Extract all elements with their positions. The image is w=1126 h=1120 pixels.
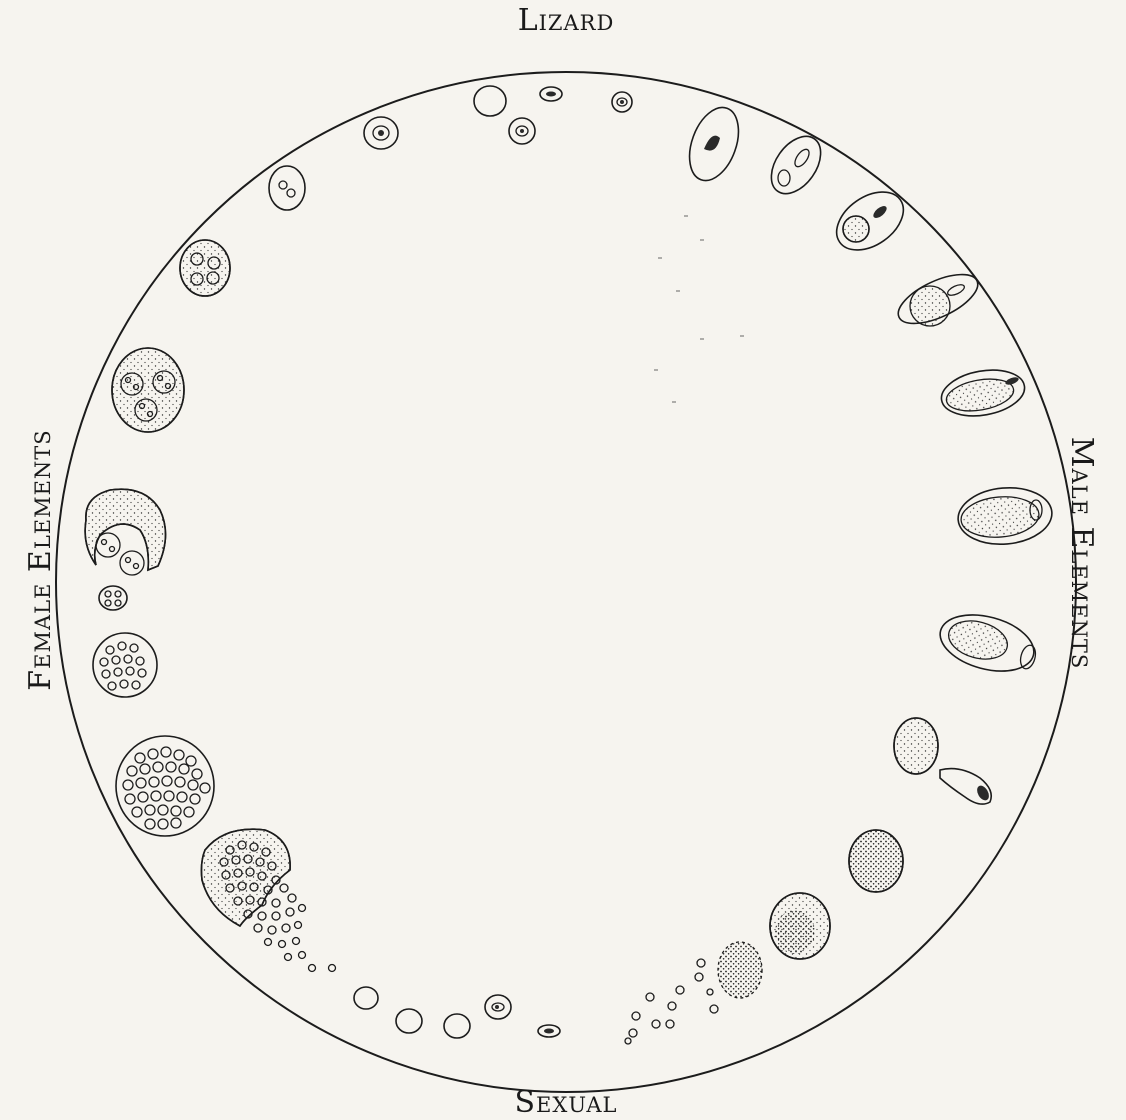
female-cell-4 xyxy=(93,633,157,697)
label-female-elements: Female Elements xyxy=(23,429,58,690)
cycle-circle xyxy=(56,72,1076,1092)
stray-marks xyxy=(654,216,744,402)
blood-cell-infected xyxy=(364,117,398,149)
blood-cell-small xyxy=(540,87,562,101)
female-cell-2 xyxy=(85,489,165,575)
male-cell-2 xyxy=(761,127,830,202)
zygote xyxy=(485,995,511,1019)
blood-cell-binucleate xyxy=(509,118,535,144)
male-cell-3 xyxy=(826,180,914,262)
cell-four-nuclei xyxy=(180,240,230,296)
blood-cell-empty xyxy=(474,86,506,116)
male-cell-1 xyxy=(680,101,747,187)
male-gametes xyxy=(625,959,718,1044)
female-cell-6 xyxy=(201,829,335,971)
male-cell-10 xyxy=(770,893,830,959)
female-cell-1 xyxy=(112,348,184,432)
label-lizard: Lizard xyxy=(518,3,615,38)
female-cell-5 xyxy=(116,736,214,836)
cell-two-nuclei xyxy=(269,166,305,210)
male-cell-9 xyxy=(849,830,903,892)
female-gamete-2 xyxy=(396,1009,422,1033)
female-cell-3 xyxy=(99,586,127,610)
male-cell-4 xyxy=(891,265,984,334)
male-cell-11 xyxy=(718,942,762,998)
female-gamete-1 xyxy=(354,987,378,1009)
female-gamete-3 xyxy=(444,1014,470,1038)
blood-cell-nucleated xyxy=(612,92,632,112)
label-sexual: Sexual xyxy=(515,1085,618,1120)
ookinete xyxy=(538,1025,560,1037)
male-cell-5 xyxy=(938,364,1028,422)
label-male-elements: Male Elements xyxy=(1064,437,1099,669)
male-cell-6 xyxy=(956,484,1055,548)
male-cell-7 xyxy=(934,605,1040,680)
male-cell-8 xyxy=(894,718,991,804)
